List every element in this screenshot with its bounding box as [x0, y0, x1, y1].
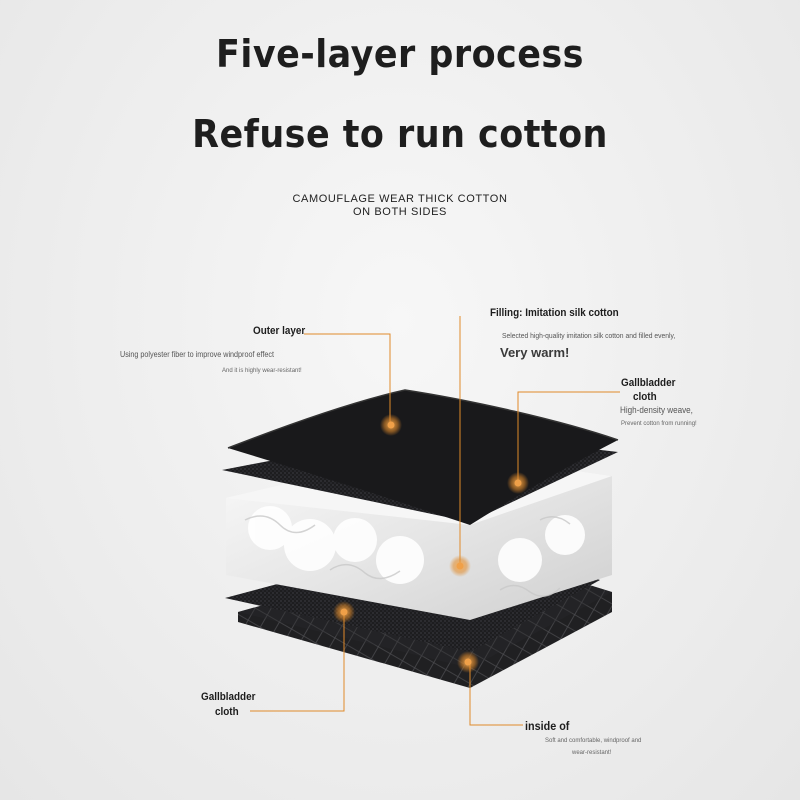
- upper-gallbladder-note: Prevent cotton from running!: [621, 421, 697, 427]
- marker-filling: [449, 555, 471, 577]
- subtitle-line-2: ON BOTH SIDES: [353, 206, 447, 218]
- upper-gallbladder-heading-line-1: Gallbladder: [621, 377, 676, 389]
- outer-layer-description: Using polyester fiber to improve windpro…: [120, 350, 274, 359]
- lower-gallbladder-heading-line-2: cloth: [215, 706, 239, 718]
- upper-gallbladder-heading-line-2: cloth: [633, 391, 657, 403]
- inside-description-line-1: Soft and comfortable, windproof and: [545, 738, 642, 744]
- marker-inside: [457, 651, 479, 673]
- filling-description: Selected high-quality imitation silk cot…: [502, 331, 676, 340]
- marker-outer-layer: [380, 414, 402, 436]
- main-title: Five-layer process: [216, 32, 584, 76]
- callout-leader-lines: [250, 316, 620, 726]
- filling-emphasis: Very warm!: [500, 345, 570, 360]
- subtitle-line-1: CAMOUFLAGE WEAR THICK COTTON: [292, 193, 508, 205]
- marker-lower-gallbladder: [333, 601, 355, 623]
- upper-gallbladder-description: High-density weave,: [620, 405, 693, 415]
- filling-heading: Filling: Imitation silk cotton: [490, 307, 619, 319]
- inside-heading: inside of: [525, 719, 570, 733]
- marker-upper-gallbladder: [507, 472, 529, 494]
- outer-layer-note: And it is highly wear-resistant!: [222, 368, 302, 374]
- lower-gallbladder-heading-line-1: Gallbladder: [201, 691, 256, 703]
- inside-description-line-2: wear-resistant!: [572, 750, 612, 756]
- secondary-title: Refuse to run cotton: [192, 112, 608, 156]
- outer-layer-heading: Outer layer: [253, 325, 306, 337]
